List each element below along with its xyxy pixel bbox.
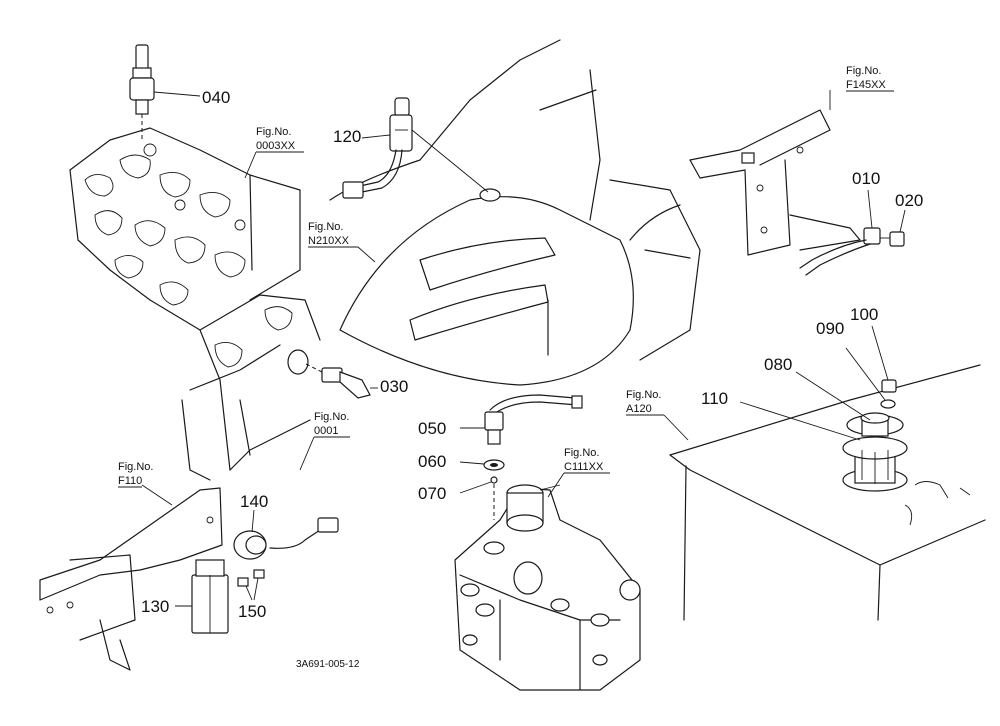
fig-ref-label: Fig.No. xyxy=(314,411,349,423)
fig-ref-label: Fig.No. xyxy=(564,447,599,459)
part-020-nut xyxy=(880,209,906,247)
fig-ref-code: F145XX xyxy=(846,79,886,91)
part-label-150: 150 xyxy=(238,602,266,621)
fig-ref-N210XX: Fig.No. N210XX xyxy=(308,221,376,263)
part-080-gasket xyxy=(795,371,871,421)
fig-ref-code: F110 xyxy=(118,475,142,487)
bracket-drawing xyxy=(689,90,861,256)
part-150-bolt xyxy=(237,569,265,601)
part-label-140: 140 xyxy=(240,492,268,511)
control-valve-drawing xyxy=(454,484,641,691)
fuel-tank-drawing xyxy=(669,364,986,621)
part-090-washer xyxy=(845,347,896,409)
part-label-060: 060 xyxy=(418,452,446,471)
fig-ref-code: A120 xyxy=(626,403,652,415)
fig-ref-code: N210XX xyxy=(308,235,350,247)
part-label-100: 100 xyxy=(850,305,878,324)
fig-ref-label: Fig.No. xyxy=(626,389,661,401)
fig-ref-label: Fig.No. xyxy=(256,126,291,138)
fig-ref-code: 0003XX xyxy=(256,140,296,152)
part-label-070: 070 xyxy=(418,484,446,503)
part-030-oil-pressure-switch xyxy=(287,349,378,399)
fig-ref-label: Fig.No. xyxy=(308,221,343,233)
fig-ref-label: Fig.No. xyxy=(846,65,881,77)
fig-ref-0001: Fig.No. 0001 xyxy=(299,411,350,471)
part-label-010: 010 xyxy=(852,169,880,188)
fig-ref-label: Fig.No. xyxy=(118,461,153,473)
part-050-pressure-switch xyxy=(460,394,583,445)
fig-ref-C111XX: Fig.No. C111XX xyxy=(547,447,610,498)
fig-ref-code: C111XX xyxy=(564,461,604,473)
part-120-sensor xyxy=(342,97,489,199)
part-label-120: 120 xyxy=(333,127,361,146)
part-label-080: 080 xyxy=(764,355,792,374)
part-140-sensor-unit xyxy=(233,509,339,560)
engine-block-drawing xyxy=(69,127,321,481)
part-060-washer xyxy=(459,459,505,471)
part-130-relay xyxy=(175,559,229,634)
part-070-o-ring xyxy=(459,476,498,520)
drawing-code: 3A691-005-12 xyxy=(296,659,360,670)
fig-ref-F110: Fig.No. F110 xyxy=(118,461,153,488)
fig-ref-0003XX: Fig.No. 0003XX xyxy=(244,126,304,179)
part-label-110: 110 xyxy=(701,389,728,408)
part-100-nut xyxy=(871,325,897,393)
dashboard-panel-drawing xyxy=(329,39,701,386)
part-label-050: 050 xyxy=(418,419,446,438)
part-label-040: 040 xyxy=(202,88,230,107)
part-label-130: 130 xyxy=(141,597,169,616)
part-label-020: 020 xyxy=(895,191,923,210)
fig-ref-A120: Fig.No. A120 xyxy=(626,389,689,441)
part-010-switch xyxy=(799,189,881,276)
part-040-temperature-sensor xyxy=(129,44,201,140)
part-label-030: 030 xyxy=(380,377,408,396)
part-110-fuel-gauge-unit xyxy=(739,401,908,492)
part-label-090: 090 xyxy=(816,319,844,338)
fig-ref-code: 0001 xyxy=(314,425,338,437)
fig-ref-F145XX: Fig.No. F145XX xyxy=(846,65,894,92)
pedal-bracket-drawing xyxy=(39,484,223,671)
